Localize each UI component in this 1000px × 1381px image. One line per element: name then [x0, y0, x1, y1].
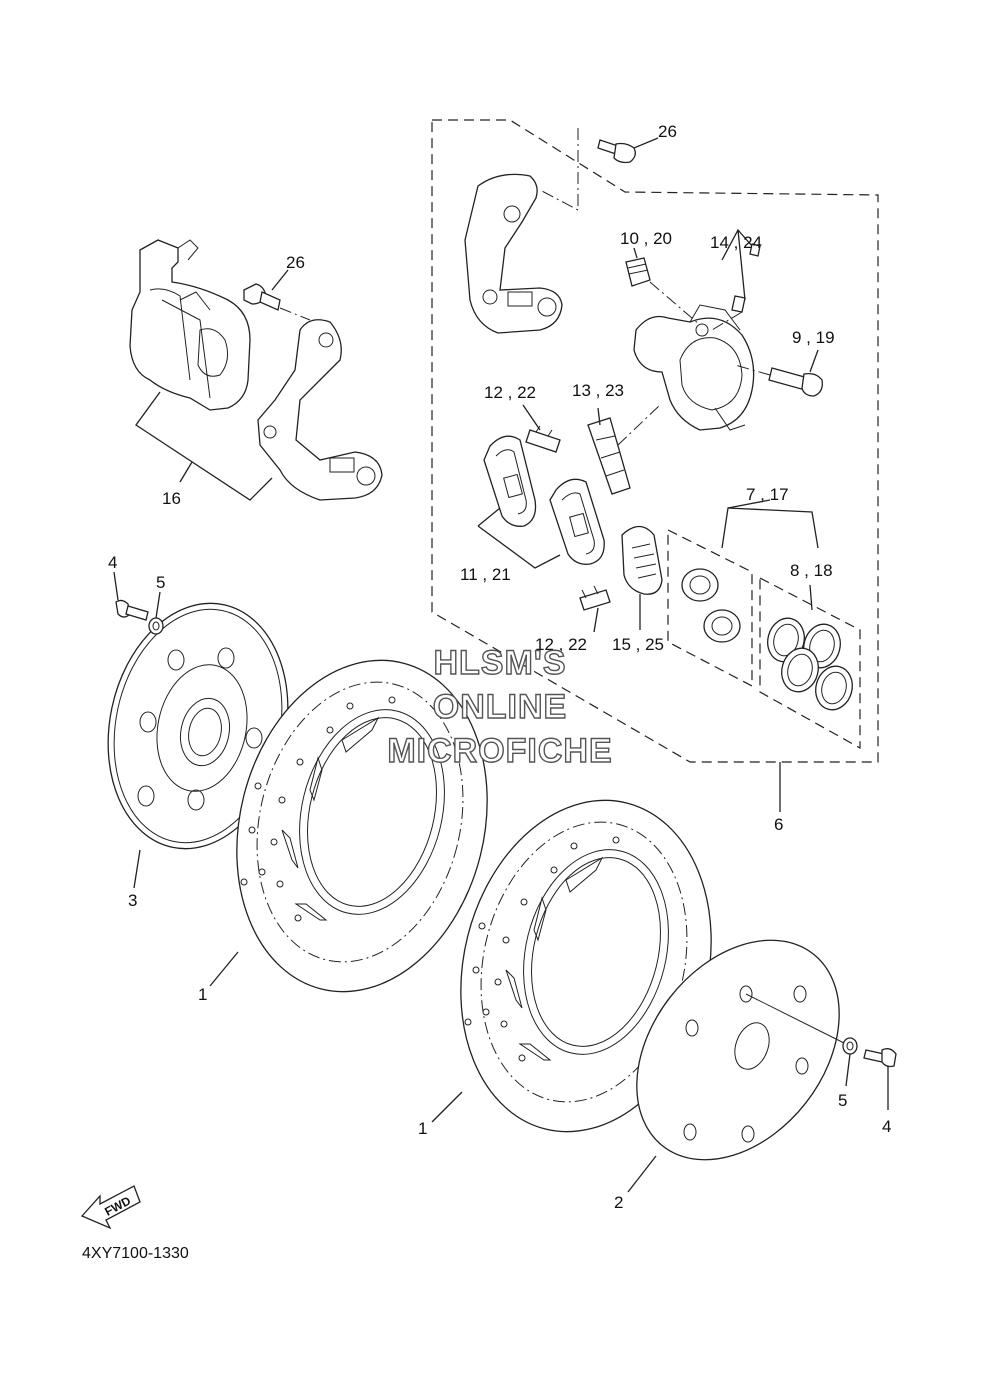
leader-4-left [113, 571, 119, 601]
leader-10-20 [633, 247, 638, 259]
label-5-right: 5 [838, 1091, 847, 1110]
label-4-right: 4 [882, 1117, 891, 1136]
label-1-upper: 1 [198, 985, 207, 1004]
shim-15-25 [621, 525, 663, 595]
watermark: HLSM'S ONLINE MICROFICHE [387, 643, 613, 770]
label-10-20: 10 , 20 [620, 229, 672, 248]
leader-7-17 [721, 499, 819, 549]
pin-bolt-9-19 [768, 367, 823, 397]
caliper-body-right [633, 304, 755, 431]
label-12-22-upper: 12 , 22 [484, 383, 536, 402]
leader-1-lower [431, 1091, 463, 1123]
watermark-line-2: ONLINE [433, 688, 567, 726]
brake-pad-inner [483, 435, 537, 527]
bleed-screw-10-20 [625, 257, 651, 287]
diagram-code: 4XY7100-1330 [82, 1245, 189, 1262]
bolt-26-right [597, 139, 636, 164]
caliper-assembly-left [129, 239, 251, 411]
screw-14-24 [731, 243, 761, 313]
pad-support-13-23 [587, 417, 631, 495]
seal-box [759, 577, 861, 750]
leader-1-upper [209, 951, 239, 987]
leader-12-22-upper [522, 404, 541, 431]
leader-3 [133, 849, 141, 889]
leader-16 [135, 391, 273, 501]
label-3: 3 [128, 891, 137, 910]
label-13-23: 13 , 23 [572, 381, 624, 400]
label-9-19: 9 , 19 [792, 328, 835, 347]
label-11-21: 11 , 21 [460, 565, 511, 584]
piston-box [667, 529, 753, 687]
leader-26-right [633, 137, 659, 149]
label-2: 2 [614, 1193, 623, 1212]
label-7-17: 7 , 17 [746, 485, 789, 504]
leader-5-right [845, 1053, 851, 1087]
bolt-4-right [863, 1048, 897, 1068]
hub-plate-right [636, 939, 840, 1161]
leader-14-24 [721, 228, 753, 301]
label-8-18: 8 , 18 [790, 561, 833, 580]
axis-bolt-26-left [279, 307, 311, 321]
label-16: 16 [162, 489, 181, 508]
pad-spring-12-22-upper [525, 425, 561, 453]
label-1-lower: 1 [418, 1119, 427, 1138]
leader-26-left [271, 269, 289, 291]
axis-bleed-screw [649, 281, 701, 326]
leader-13-23 [597, 407, 601, 426]
washer-5-left [148, 617, 164, 635]
leader-11-21 [477, 507, 561, 569]
watermark-line-3: MICROFICHE [387, 732, 612, 770]
axis-bolt-26-right [539, 128, 579, 211]
label-15-25: 15 , 25 [612, 635, 664, 654]
leader-9-19 [809, 349, 819, 373]
axis-pin-bolt [734, 364, 771, 376]
leader-16-stem [179, 461, 193, 483]
brake-pad-outer [549, 478, 605, 565]
leader-2 [627, 1155, 657, 1193]
label-6: 6 [774, 815, 783, 834]
watermark-line-1: HLSM'S [433, 644, 566, 682]
hub-plate-left [107, 602, 289, 850]
caliper-bracket-right [464, 173, 563, 334]
label-26-left: 26 [286, 253, 305, 272]
label-26-right: 26 [658, 122, 677, 141]
label-12-22-lower: 12 , 22 [535, 635, 587, 654]
label-14-24: 14 , 24 [710, 233, 762, 252]
label-5-left: 5 [156, 573, 165, 592]
label-4-left: 4 [108, 553, 117, 572]
seals-8-18 [767, 617, 853, 711]
axis-hub-right [745, 993, 847, 1045]
bolt-4-left [115, 599, 149, 621]
pistons-7-17 [681, 568, 741, 643]
washer-5-right [842, 1037, 858, 1055]
leader-8-18 [809, 584, 813, 611]
leader-12-22-lower [593, 607, 599, 633]
pad-spring-12-22-lower [579, 585, 611, 611]
brake-disc-upper [236, 659, 488, 993]
caliper-assembly-boundary [431, 119, 879, 763]
leader-5-left [155, 591, 161, 619]
axis-screw-14-24 [711, 311, 743, 331]
forward-direction-arrow: FWD [80, 1185, 141, 1230]
axis-pad-support [617, 404, 661, 446]
bolt-26-left [243, 283, 281, 311]
caliper-bracket-left [257, 319, 383, 501]
